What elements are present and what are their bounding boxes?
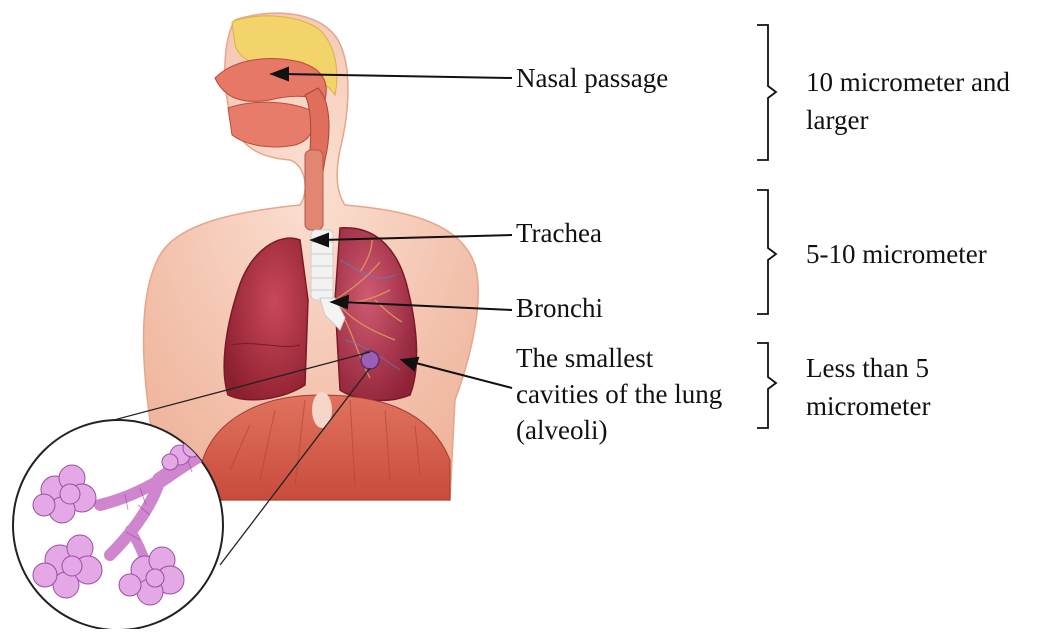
label-bronchi: Bronchi (516, 290, 603, 326)
size-small-line2: micrometer (806, 388, 930, 424)
brace-small (757, 343, 776, 428)
size-small-line1: Less than 5 (806, 350, 929, 386)
size-braces (757, 25, 776, 428)
oral-cavity (228, 102, 314, 147)
size-large-line1: 10 micrometer and (806, 64, 1010, 100)
size-large-line2: larger (806, 102, 868, 138)
alveoli-magnifier (13, 420, 225, 629)
brace-medium (757, 190, 776, 314)
label-alveoli-line3: (alveoli) (516, 412, 607, 448)
label-trachea: Trachea (516, 215, 602, 251)
label-nasal-passage: Nasal passage (516, 60, 668, 96)
label-alveoli-line2: cavities of the lung (516, 376, 722, 412)
size-medium: 5-10 micrometer (806, 236, 987, 272)
label-alveoli-line1: The smallest (516, 340, 653, 376)
brace-large (757, 25, 776, 160)
